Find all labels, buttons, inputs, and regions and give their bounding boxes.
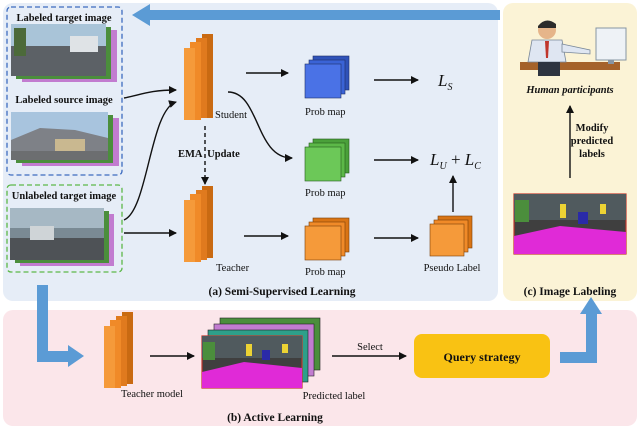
- teacher-label: Teacher: [216, 263, 250, 274]
- pseudo-label-label: Pseudo Label: [424, 263, 481, 274]
- prob-map-student-labeled: [304, 55, 350, 99]
- unlabeled-target-label: Unlabeled target image: [12, 191, 117, 202]
- student-network: [184, 34, 213, 120]
- ssl-caption: (a) Semi-Supervised Learning: [209, 286, 356, 298]
- select-label: Select: [357, 342, 383, 353]
- human-participant-illustration: [520, 20, 627, 76]
- modify-line-2: predicted: [571, 136, 614, 147]
- prob-map-student-unlabeled: [304, 138, 350, 182]
- arrow-student-to-probmap-u: [227, 91, 293, 162]
- prob-map-label-1: Prob map: [305, 107, 346, 118]
- prob-map-label-2: Prob map: [305, 188, 346, 199]
- query-strategy-box: [414, 334, 550, 378]
- prob-map-label-3: Prob map: [305, 267, 346, 278]
- student-label: Student: [215, 110, 247, 121]
- loss-u-plus-c: LU + LC: [429, 150, 481, 172]
- teacher-model-label: Teacher model: [121, 389, 183, 400]
- labeled-target-image: [11, 24, 117, 82]
- human-participants-label: Human participants: [525, 85, 613, 96]
- ema-update-label: EMA Update: [178, 149, 240, 160]
- prob-map-teacher: [304, 217, 350, 261]
- arrow-labeled-to-student: [123, 86, 177, 99]
- predicted-label-stack: [201, 317, 321, 389]
- active-caption: (b) Active Learning: [227, 412, 323, 424]
- teacher-network: [184, 186, 213, 262]
- query-strategy-label: Query strategy: [444, 350, 521, 364]
- ssl-panel: [3, 3, 498, 301]
- pseudo-label-stack: [429, 215, 473, 257]
- unlabeled-image-group: [6, 184, 123, 273]
- unlabeled-target-image: [10, 208, 114, 266]
- labeled-source-label: Labeled source image: [15, 95, 113, 106]
- flow-arrow-ssl-to-active: [37, 285, 84, 367]
- labeled-target-label: Labeled target image: [16, 13, 111, 24]
- modify-line-3: labels: [579, 149, 605, 160]
- loss-s: LS: [437, 71, 452, 93]
- predicted-label-label: Predicted label: [303, 391, 366, 402]
- modify-line-1: Modify: [576, 123, 609, 134]
- flow-arrow-query-to-labeling: [560, 297, 602, 363]
- segmentation-image-labeling: [513, 193, 627, 255]
- labeled-images-group: [6, 6, 123, 176]
- flow-arrow-labeling-to-ssl: [132, 4, 500, 26]
- labeled-source-image: [11, 112, 119, 166]
- labeling-caption: (c) Image Labeling: [524, 286, 617, 298]
- arrow-unlabeled-to-student: [123, 100, 177, 221]
- teacher-model-network: [104, 312, 133, 388]
